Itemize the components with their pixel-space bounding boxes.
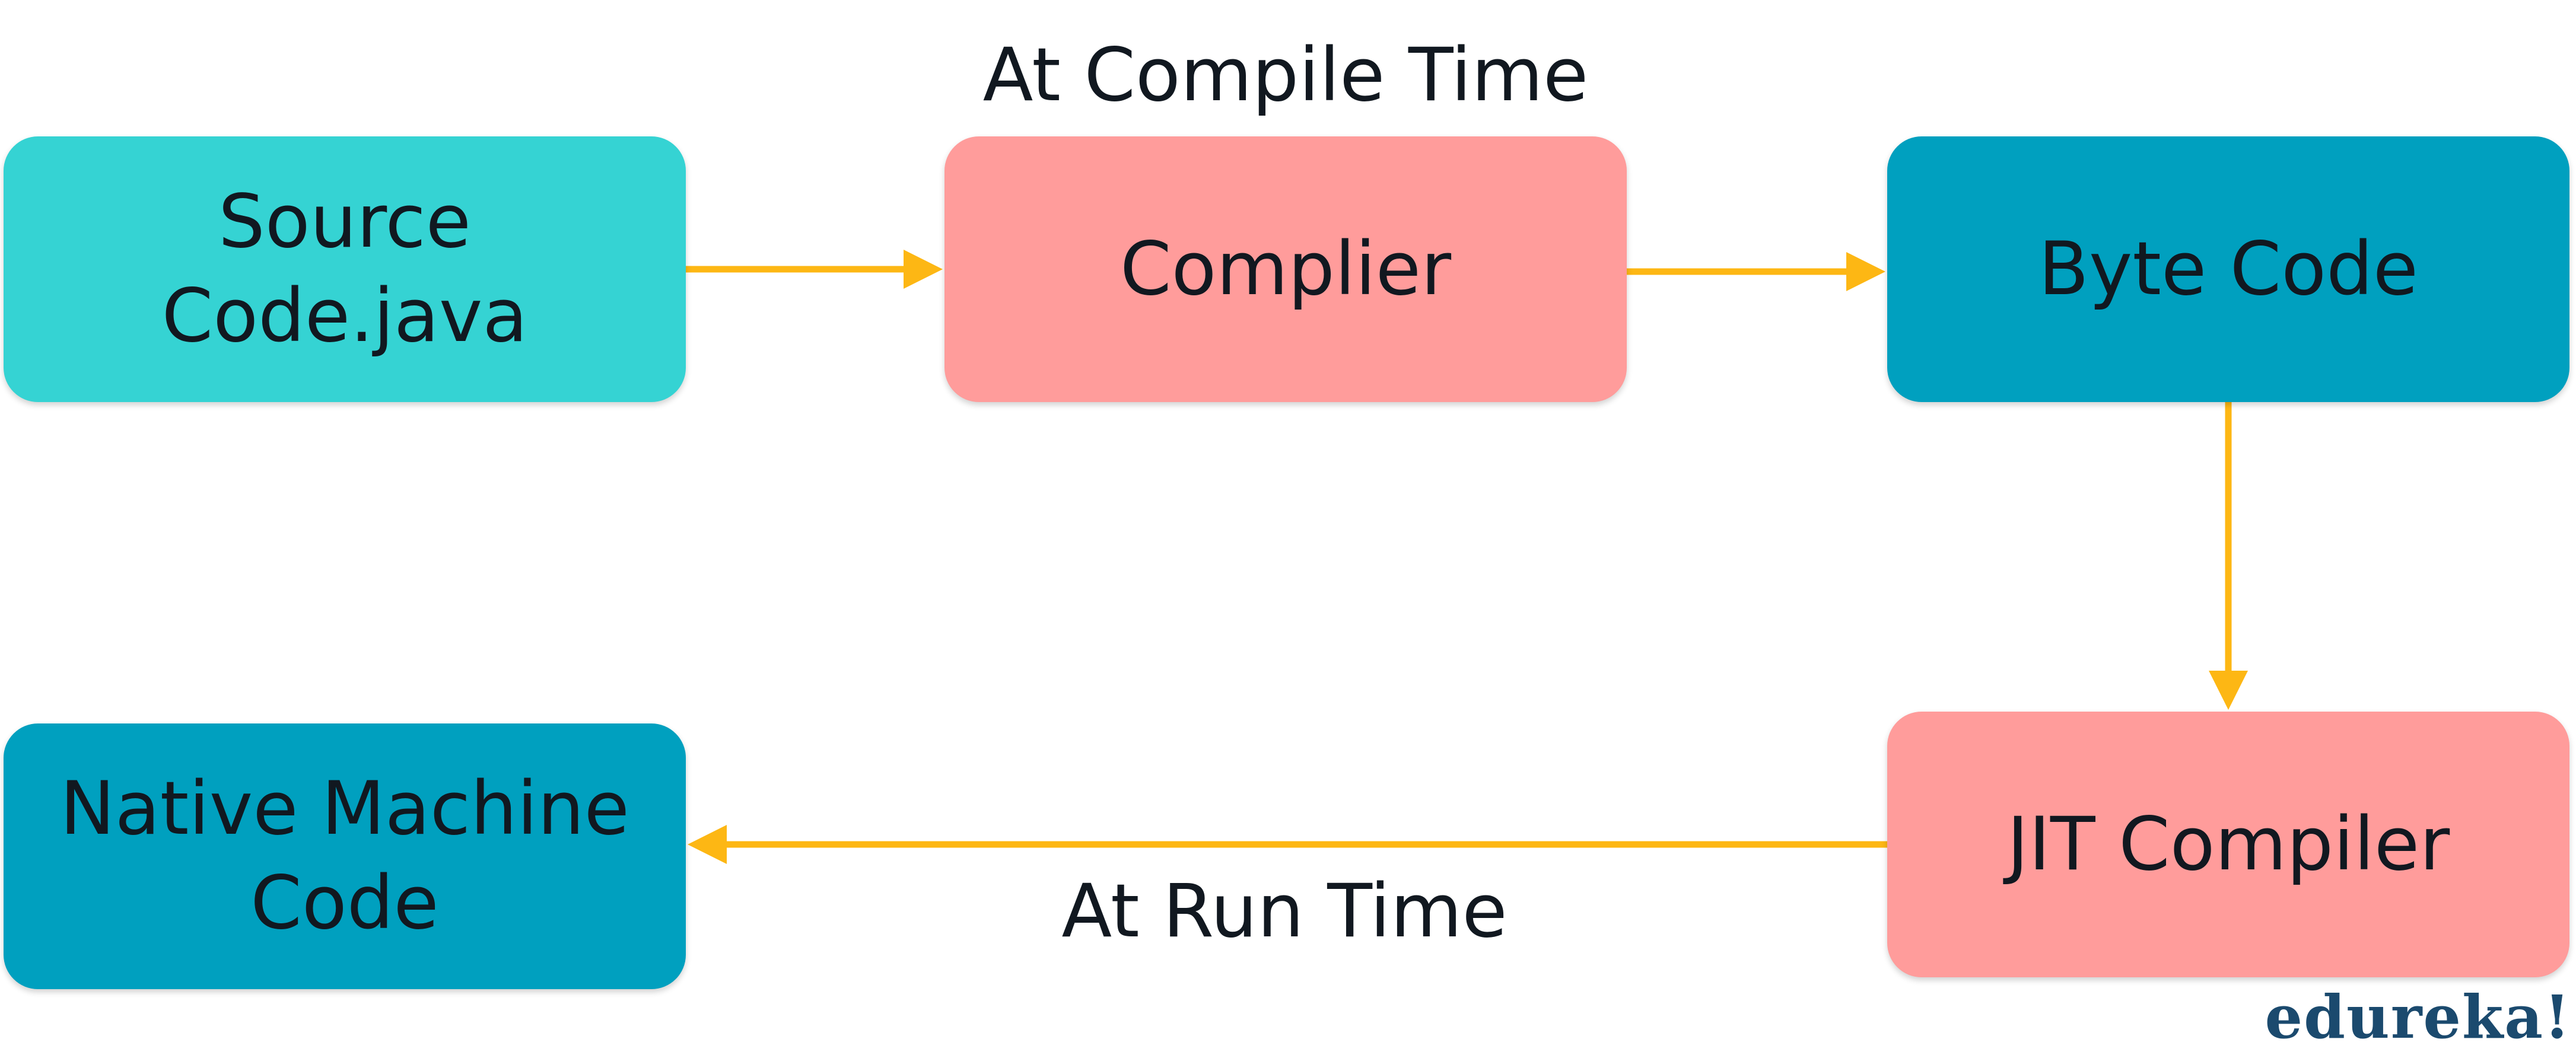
native-machine-code-box: Native Machine Code [4,723,686,989]
source-code-label: Source Code.java [161,179,528,359]
native-machine-code-label-line1: Native Machine [60,766,629,852]
jit-compiler-label: JIT Compiler [2006,801,2450,887]
run-time-label: At Run Time [1061,869,1508,954]
compiler-label: Complier [1120,226,1452,312]
byte-code-label: Byte Code [2038,226,2419,312]
compiler-box: Complier [944,136,1627,402]
native-machine-code-label-line2: Code [250,860,439,946]
jit-compiler-box: JIT Compiler [1887,712,2569,977]
edureka-logo: edureka! [2265,982,2571,1052]
byte-code-box: Byte Code [1887,136,2569,402]
source-code-box: Source Code.java [4,136,686,402]
compile-time-label: At Compile Time [982,33,1589,118]
